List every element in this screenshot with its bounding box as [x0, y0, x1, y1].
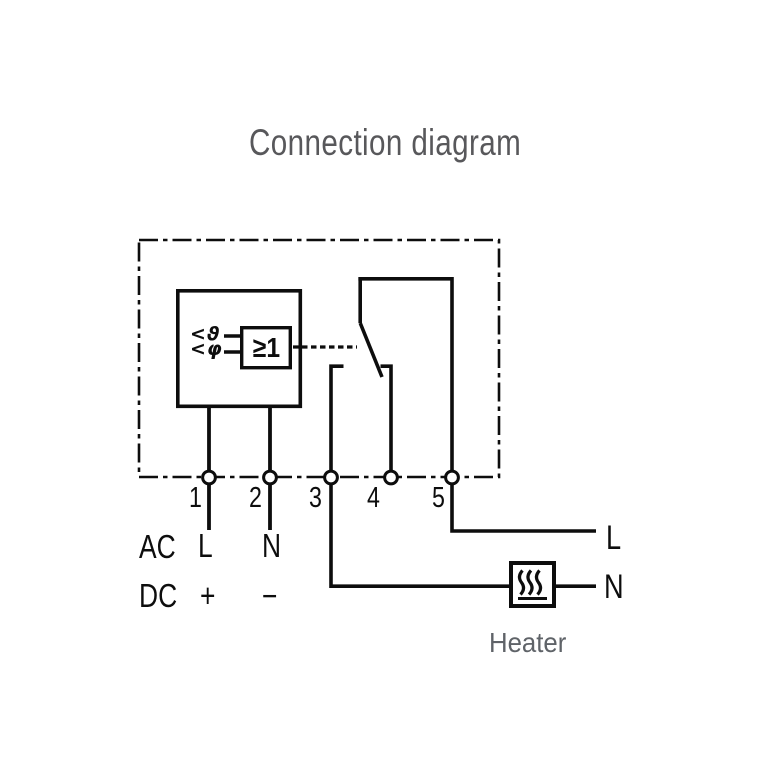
- page-title-text: Connection diagram: [248, 122, 522, 163]
- terminal3-number: 3: [309, 482, 322, 514]
- terminal4-circle: [383, 469, 399, 486]
- terminal2-number: 2: [249, 482, 262, 514]
- terminal4-number: 4: [367, 482, 380, 514]
- device-boundary-dashdot-box: [137, 238, 501, 479]
- heater-caption: Heater: [489, 627, 567, 658]
- terminal1-number: 1: [189, 482, 202, 514]
- sensor-input-stubs: [224, 334, 241, 354]
- terminal4-contact-wire: [380, 364, 393, 477]
- output-line-label: L: [606, 519, 622, 557]
- terminal5-wire-run: [358, 277, 596, 533]
- ac-neutral-label: N: [262, 527, 282, 564]
- temperature-sensor-label: <ϑ: [190, 323, 221, 345]
- output-neutral-label: N: [604, 568, 624, 606]
- terminal5-circle: [444, 469, 460, 486]
- page-title: Connection diagram: [0, 122, 770, 164]
- dc-minus-label: −: [262, 577, 278, 614]
- humidity-sensor-label: <φ: [190, 338, 223, 360]
- terminal1-circle: [201, 469, 217, 486]
- terminal3-circle: [323, 469, 339, 486]
- switch-blade: [358, 322, 384, 378]
- dc-plus-label: +: [200, 577, 216, 614]
- heater-icon: [509, 561, 556, 608]
- ac-row-label: AC: [139, 528, 176, 565]
- terminal5-number: 5: [432, 482, 445, 514]
- dc-row-label: DC: [139, 577, 178, 614]
- controller-module-box: [176, 288, 303, 409]
- logic-gate-label: ≥1: [252, 331, 280, 363]
- logic-gate-box: [239, 326, 292, 370]
- terminal2-circle: [262, 469, 278, 486]
- ac-line-label: L: [198, 527, 213, 564]
- terminal-circles: [201, 469, 460, 486]
